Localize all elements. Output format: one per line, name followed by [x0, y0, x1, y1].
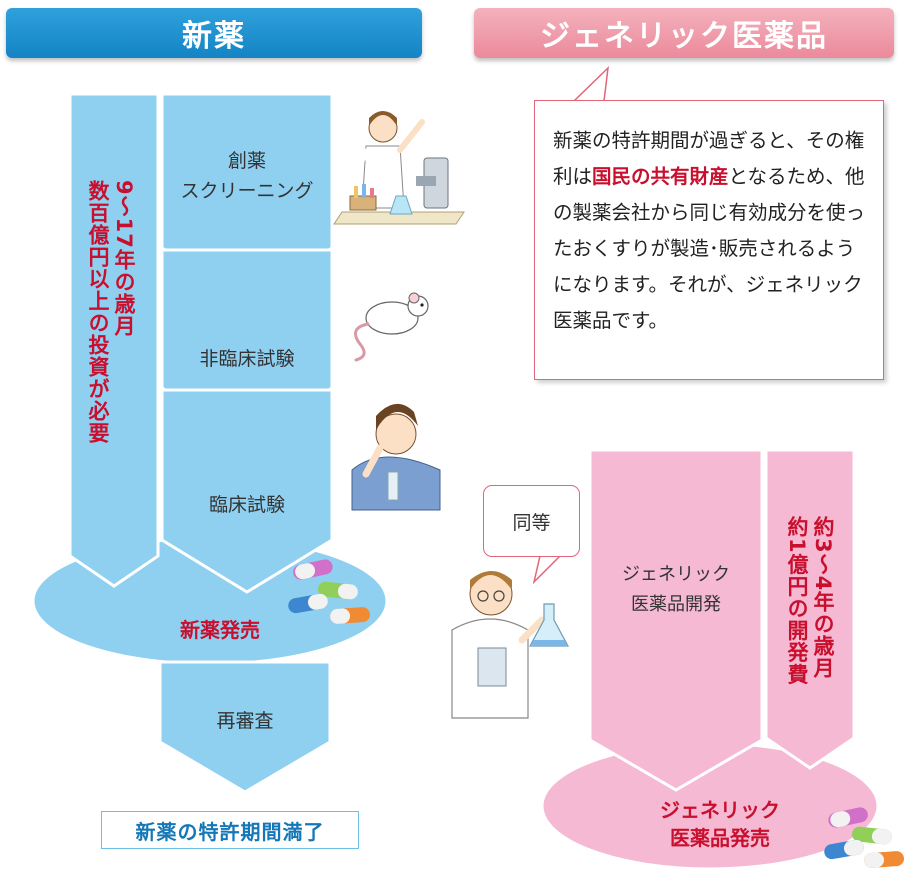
equivalence-bubble: 同等 — [483, 485, 580, 557]
explanation-after: となるため、他の製薬会社から同じ有効成分を使ったおくすりが製造･販売されるように… — [553, 165, 866, 332]
step-clinical-chevron — [160, 388, 334, 594]
explanation-pointer — [572, 65, 609, 102]
generic-dev-arrow — [588, 448, 764, 792]
step-reexam-chevron — [158, 660, 332, 794]
step-reexam-label: 再審査 — [216, 710, 274, 732]
explanation-highlight: 国民の共有財産 — [592, 165, 729, 188]
scientist-microscope-illustration — [333, 111, 465, 225]
new-drug-launch-label: 新薬発売 — [180, 618, 260, 642]
investment-arrow — [68, 92, 160, 588]
explanation-before: 新薬の特許期間が過ぎると、その権利は — [553, 129, 865, 188]
bubble-pointer — [532, 555, 562, 585]
generic-launch-label: ジェネリック 医薬品発売 — [660, 798, 780, 850]
capsule-pills-icon-generic — [824, 807, 905, 868]
generic-header: ジェネリック医薬品 — [474, 8, 894, 58]
generic-explanation-text: 新薬の特許期間が過ぎると、その権利は国民の共有財産となるため、他の製薬会社から同… — [553, 123, 871, 339]
rat-illustration — [354, 292, 429, 362]
step-clinical-label: 臨床試験 — [208, 494, 285, 516]
capsule-pills-icon-new — [288, 559, 371, 624]
step-nonclinical-label: 非臨床試験 — [199, 348, 295, 370]
pharmacist-flask-illustration — [451, 571, 570, 719]
generic-cost-text: 約1億円の開発費 — [785, 516, 809, 686]
generic-years-text: 約3～4年の歳月 — [811, 516, 835, 680]
new-drug-header: 新薬 — [6, 8, 422, 58]
generic-dev-label: ジェネリック 医薬品開発 — [622, 564, 730, 615]
patent-expiry-label: 新薬の特許期間満了 — [101, 811, 359, 849]
step-screening-label: 創薬 スクリーニング — [180, 150, 314, 202]
generic-explanation-box: 新薬の特許期間が過ぎると、その権利は国民の共有財産となるため、他の製薬会社から同… — [534, 100, 884, 380]
investment-years-text: 9～17年の歳月 — [112, 180, 136, 337]
generic-cost-arrow — [764, 448, 856, 770]
equivalence-label: 同等 — [512, 512, 551, 534]
investment-cost-text: 数百億円以上の投資が必要 — [86, 180, 110, 444]
test-subject-illustration — [351, 403, 441, 511]
